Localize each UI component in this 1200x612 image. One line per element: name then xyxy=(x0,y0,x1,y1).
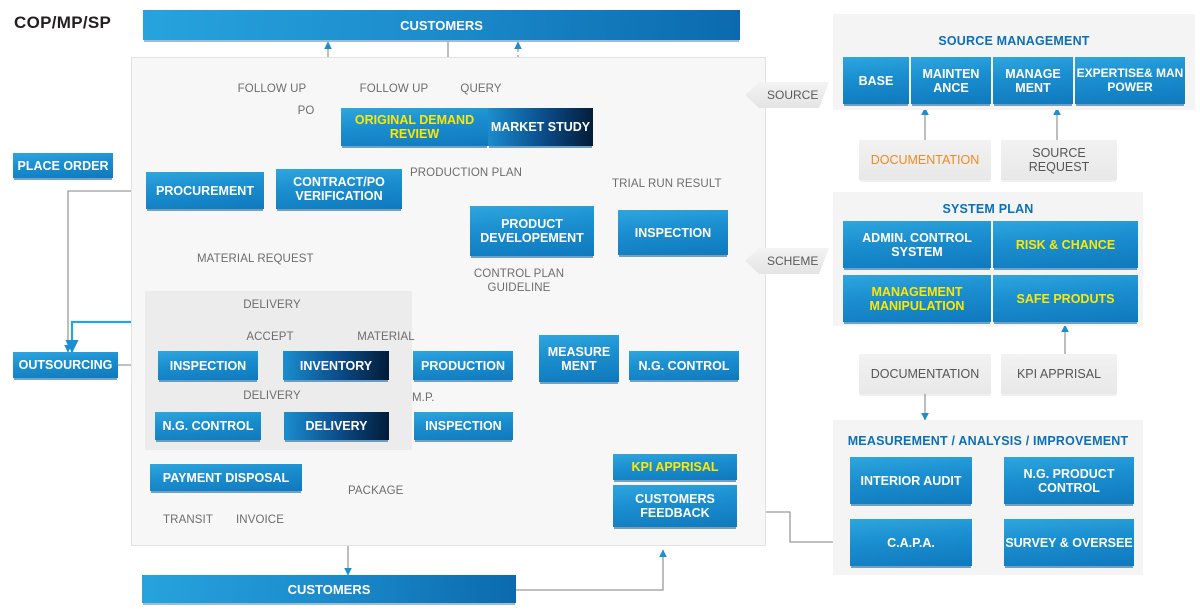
page-title: COP/MP/SP xyxy=(14,13,112,32)
place-order-box[interactable]: PLACE ORDER xyxy=(13,153,113,178)
safe-produts-label: SAFE PRODUTS xyxy=(1016,291,1115,306)
label-trial-run-result: TRIAL RUN RESULT xyxy=(612,178,722,190)
procurement-label: PROCUREMENT xyxy=(156,183,254,198)
capa-box[interactable]: C.A.P.A. xyxy=(850,519,972,566)
customers-feedback-label: CUSTOMERS FEEDBACK xyxy=(635,492,715,520)
source-management-box-base[interactable]: BASE xyxy=(843,57,909,104)
survey-oversee-label: SURVEY & OVERSEE xyxy=(1005,535,1133,550)
ng-control-right-label: N.G. CONTROL xyxy=(638,358,730,373)
label-transit: TRANSIT xyxy=(163,514,213,526)
top-customers-label: CUSTOMERS xyxy=(400,17,483,33)
chevron-source-label: SOURCE xyxy=(767,88,819,102)
production-box[interactable]: PRODUCTION xyxy=(413,351,513,380)
measurement-analysis-improvement-title: MEASUREMENT / ANALYSIS / IMPROVEMENT xyxy=(847,434,1129,448)
product-developement-box[interactable]: PRODUCT DEVELOPEMENT xyxy=(470,206,594,256)
source-management-title: SOURCE MANAGEMENT xyxy=(938,34,1090,48)
system-plan-box-management-manipulation[interactable]: MANAGEMENT MANIPULATION xyxy=(843,275,991,322)
source-management-management-label: MANAGE MENT xyxy=(1005,66,1061,95)
label-production-plan: PRODUCTION PLAN xyxy=(410,167,523,179)
ng-control-left-box[interactable]: N.G. CONTROL xyxy=(155,412,261,440)
survey-oversee-box[interactable]: SURVEY & OVERSEE xyxy=(1004,519,1134,566)
label-control-plan-guideline: CONTROL PLAN GUIDELINE xyxy=(464,267,574,296)
documentation-2-label: DOCUMENTATION xyxy=(870,367,980,381)
label-follow-up-1: FOLLOW UP xyxy=(237,83,307,95)
label-delivery-top: DELIVERY xyxy=(243,299,301,311)
source-request-label: SOURCE REQUEST xyxy=(1028,146,1090,174)
label-accept: ACCEPT xyxy=(246,331,294,343)
production-label: PRODUCTION xyxy=(420,358,506,373)
inspection-top-box[interactable]: INSPECTION xyxy=(618,210,728,255)
documentation-1-label: DOCUMENTATION xyxy=(870,153,980,167)
label-query: QUERY xyxy=(460,83,502,95)
payment-disposal-box[interactable]: PAYMENT DISPOSAL xyxy=(150,464,302,491)
top-customers-bar[interactable]: CUSTOMERS xyxy=(143,10,740,40)
chevron-scheme-label: SCHEME xyxy=(767,254,819,268)
interior-audit-label: INTERIOR AUDIT xyxy=(860,473,962,488)
ng-product-control-label: N.G. PRODUCT CONTROL xyxy=(1023,466,1115,495)
market-study-box[interactable]: MARKET STUDY xyxy=(488,108,593,146)
kpi-apprisal-right-label: KPI APPRISAL xyxy=(1016,367,1102,381)
inspection-left-label: INSPECTION xyxy=(169,358,247,373)
ng-control-right-box[interactable]: N.G. CONTROL xyxy=(629,351,739,380)
inspection-top-label: INSPECTION xyxy=(634,225,712,240)
control-plan-guideline-text: CONTROL PLAN GUIDELINE xyxy=(473,268,565,295)
ng-control-left-label: N.G. CONTROL xyxy=(162,419,254,433)
capa-label: C.A.P.A. xyxy=(887,535,935,550)
risk-chance-label: RISK & CHANCE xyxy=(1015,237,1116,252)
label-material: MATERIAL xyxy=(357,331,415,343)
ng-product-control-box[interactable]: N.G. PRODUCT CONTROL xyxy=(1004,457,1134,504)
source-management-expertise-label: EXPERTISE& MAN POWER xyxy=(1076,66,1184,94)
inventory-box[interactable]: INVENTORY xyxy=(283,351,389,380)
system-plan-box-admin-control-system[interactable]: ADMIN. CONTROL SYSTEM xyxy=(843,221,991,268)
source-management-maintenance-label: MAINTEN ANCE xyxy=(922,66,980,95)
label-invoice: INVOICE xyxy=(236,514,284,526)
label-po: PO xyxy=(297,105,315,117)
original-demand-review-box[interactable]: ORIGINAL DEMAND REVIEW xyxy=(341,108,488,146)
source-management-box-expertise-manpower[interactable]: EXPERTISE& MAN POWER xyxy=(1075,57,1185,104)
procurement-box[interactable]: PROCUREMENT xyxy=(146,172,264,209)
delivery-label: DELIVERY xyxy=(305,419,368,433)
source-management-box-maintenance[interactable]: MAINTEN ANCE xyxy=(911,57,991,104)
kpi-apprisal-right-box[interactable]: KPI APPRISAL xyxy=(1001,354,1117,394)
source-request-box[interactable]: SOURCE REQUEST xyxy=(1001,140,1117,180)
payment-disposal-label: PAYMENT DISPOSAL xyxy=(162,470,290,485)
label-material-request: MATERIAL REQUEST xyxy=(197,253,314,265)
bottom-customers-label: CUSTOMERS xyxy=(287,581,371,597)
market-study-label: MARKET STUDY xyxy=(490,120,591,134)
management-manipulation-label: MANAGEMENT MANIPULATION xyxy=(869,284,965,313)
measurement-label: MEASURE MENT xyxy=(547,344,611,373)
system-plan-box-safe-produts[interactable]: SAFE PRODUTS xyxy=(993,275,1138,322)
source-management-base-label: BASE xyxy=(858,73,894,88)
documentation-box-1[interactable]: DOCUMENTATION xyxy=(859,140,991,180)
contract-po-verification-box[interactable]: CONTRACT/PO VERIFICATION xyxy=(276,169,402,209)
inspection-bottom-box[interactable]: INSPECTION xyxy=(414,412,513,440)
inspection-left-box[interactable]: INSPECTION xyxy=(158,351,258,380)
measurement-box[interactable]: MEASURE MENT xyxy=(539,335,619,382)
interior-audit-box[interactable]: INTERIOR AUDIT xyxy=(850,457,972,504)
admin-control-system-label: ADMIN. CONTROL SYSTEM xyxy=(862,230,972,259)
product-developement-label: PRODUCT DEVELOPEMENT xyxy=(480,217,584,245)
delivery-box[interactable]: DELIVERY xyxy=(284,412,389,440)
chevron-source-tag: SOURCE xyxy=(745,82,829,108)
label-follow-up-2: FOLLOW UP xyxy=(359,83,429,95)
original-demand-review-label: ORIGINAL DEMAND REVIEW xyxy=(354,113,475,141)
label-package: PACKAGE xyxy=(348,485,404,497)
contract-po-verification-label: CONTRACT/PO VERIFICATION xyxy=(293,175,385,203)
source-management-box-management[interactable]: MANAGE MENT xyxy=(993,57,1073,104)
outsourcing-label: OUTSOURCING xyxy=(18,358,113,372)
customers-feedback-box[interactable]: CUSTOMERS FEEDBACK xyxy=(613,485,737,527)
system-plan-title: SYSTEM PLAN xyxy=(942,202,1034,216)
outsourcing-box[interactable]: OUTSOURCING xyxy=(13,352,118,378)
inspection-bottom-label: INSPECTION xyxy=(425,419,502,433)
label-mp: M.P. xyxy=(412,392,435,404)
label-delivery-mid: DELIVERY xyxy=(243,390,301,402)
system-plan-box-risk-chance[interactable]: RISK & CHANCE xyxy=(993,221,1138,268)
kpi-apprisal-box[interactable]: KPI APPRISAL xyxy=(613,454,737,480)
inventory-label: INVENTORY xyxy=(299,358,373,373)
bottom-customers-bar[interactable]: CUSTOMERS xyxy=(142,575,516,603)
place-order-label: PLACE ORDER xyxy=(17,158,109,173)
chevron-scheme-tag: SCHEME xyxy=(745,248,829,274)
documentation-box-2[interactable]: DOCUMENTATION xyxy=(859,354,991,394)
kpi-apprisal-label: KPI APPRISAL xyxy=(631,460,719,474)
